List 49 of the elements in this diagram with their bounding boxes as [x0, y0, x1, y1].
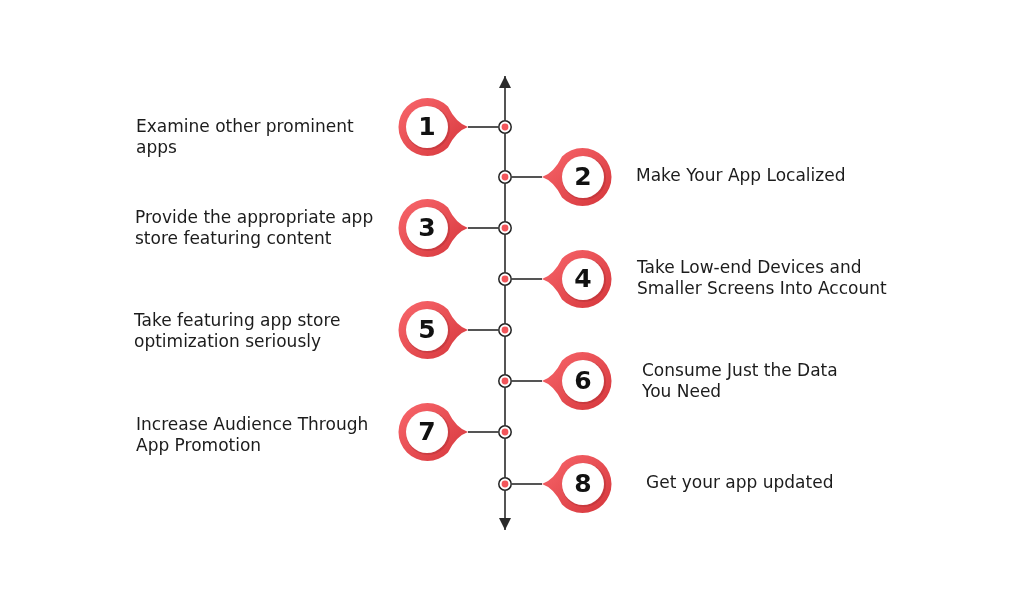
timeline-line — [504, 234, 506, 273]
step-pin — [542, 250, 612, 308]
step-number: 5 — [418, 317, 436, 343]
step-description: Take featuring app store optimization seriously — [134, 310, 342, 352]
step-description: Examine other prominent apps — [136, 116, 355, 158]
connector-line — [467, 126, 499, 128]
timeline-line — [504, 183, 506, 222]
step-pin — [398, 199, 468, 257]
timeline-line — [504, 133, 506, 171]
step-number: 1 — [418, 114, 436, 140]
timeline-line — [504, 387, 506, 426]
step-description: Increase Audience Through App Promotion — [136, 414, 370, 456]
step-number: 6 — [574, 368, 592, 394]
step-pin — [542, 352, 612, 410]
timeline-line — [504, 438, 506, 478]
connector-line — [467, 431, 499, 433]
timeline-line — [504, 336, 506, 375]
connector-line — [467, 329, 499, 331]
timeline-dot — [498, 477, 512, 491]
timeline-dot — [498, 374, 512, 388]
step-pin — [398, 403, 468, 461]
timeline-dot — [498, 272, 512, 286]
connector-line — [511, 176, 543, 178]
axis-arrow — [499, 75, 511, 121]
step-pin — [542, 455, 612, 513]
timeline-dot — [498, 323, 512, 337]
step-pin — [542, 148, 612, 206]
step-number: 3 — [418, 215, 436, 241]
connector-line — [511, 278, 543, 280]
axis-arrow — [499, 490, 511, 531]
step-pin — [398, 98, 468, 156]
connector-line — [511, 380, 543, 382]
timeline-dot — [498, 221, 512, 235]
timeline-dot — [498, 170, 512, 184]
connector-line — [511, 483, 543, 485]
step-description: Make Your App Localized — [636, 165, 846, 186]
step-number: 2 — [574, 164, 592, 190]
step-number: 7 — [418, 419, 436, 445]
timeline-dot — [498, 425, 512, 439]
step-number: 8 — [574, 471, 592, 497]
step-description: Get your app updated — [646, 472, 834, 493]
step-description: Take Low-end Devices and Smaller Screens Into Account — [637, 257, 888, 299]
timeline-line — [504, 285, 506, 324]
step-description: Provide the appropriate app store featuring content — [135, 207, 375, 249]
step-pin — [398, 301, 468, 359]
connector-line — [467, 227, 499, 229]
step-number: 4 — [574, 266, 592, 292]
step-description: Consume Just the Data You Need — [642, 360, 839, 402]
timeline-dot — [498, 120, 512, 134]
